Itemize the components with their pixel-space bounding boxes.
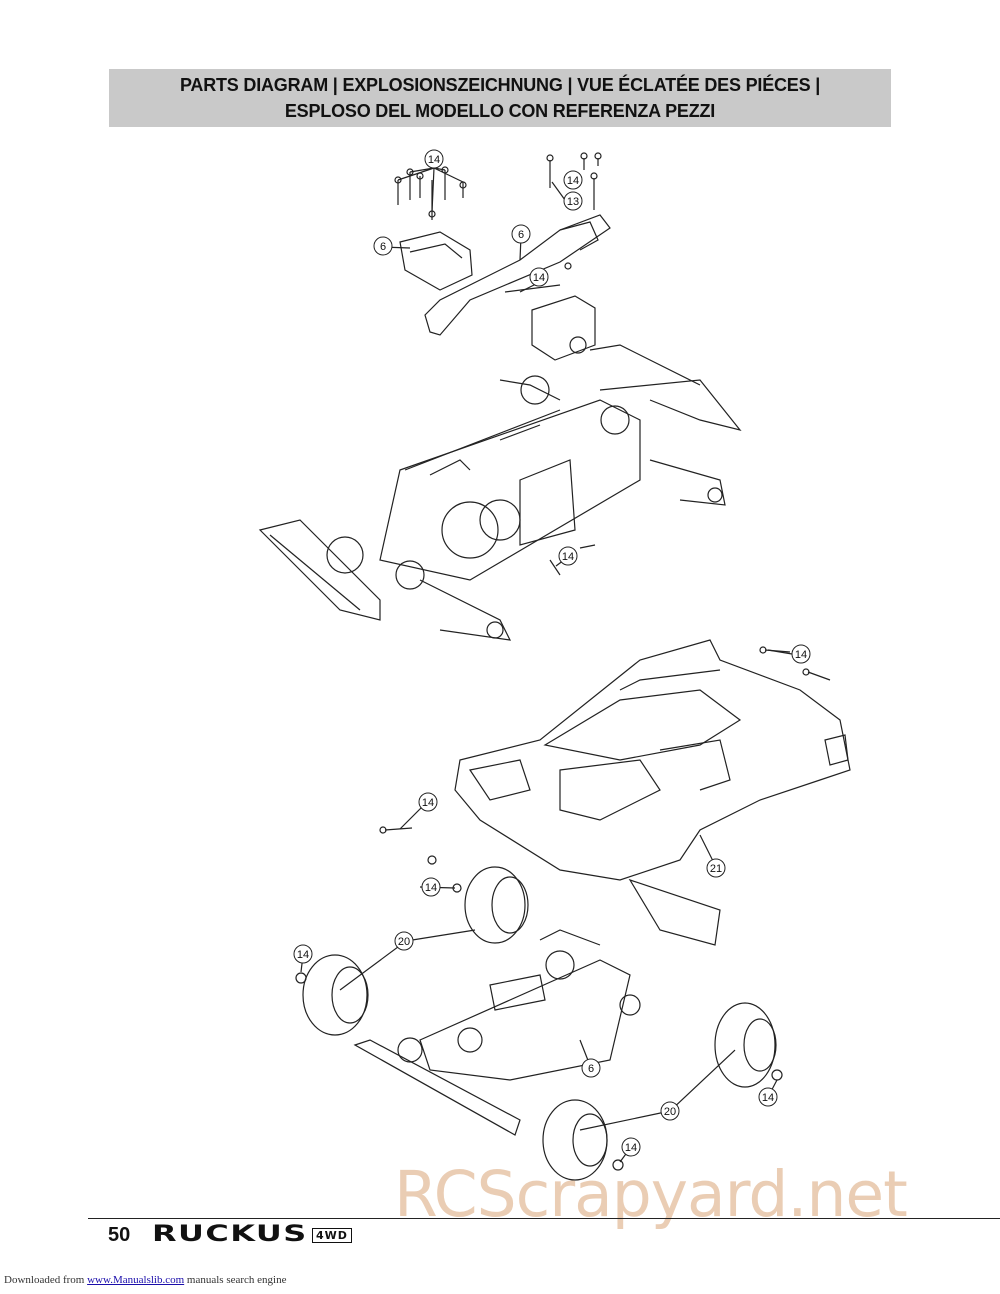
download-prefix: Downloaded from <box>4 1274 88 1286</box>
callout-6 <box>511 224 531 244</box>
callout-14 <box>424 149 444 169</box>
callout-14 <box>418 792 438 812</box>
callout-label: 14 <box>795 649 807 661</box>
download-suffix: manuals search engine <box>184 1274 287 1286</box>
chassis-lower <box>353 878 721 1136</box>
chassis-upper <box>258 344 742 641</box>
chassis-brace <box>424 214 611 336</box>
manualslib-link[interactable]: www.Manualslib.com <box>87 1274 185 1286</box>
callout-20 <box>660 1101 680 1121</box>
callout-14 <box>758 1087 778 1107</box>
callout-label: 14 <box>625 1142 637 1154</box>
footer-divider <box>88 1218 1000 1219</box>
watermark: RCScrapyard.net <box>394 1158 908 1231</box>
callout-6 <box>581 1058 601 1078</box>
callout-label: 14 <box>422 797 434 809</box>
callout-14 <box>791 644 811 664</box>
callout-14 <box>563 170 583 190</box>
callout-label: 21 <box>710 863 722 875</box>
callout-label: 14 <box>762 1092 774 1104</box>
download-notice: Downloaded from www.Manualslib.com manua… <box>4 1274 286 1286</box>
tire-set <box>302 866 777 1181</box>
callout-label: 14 <box>297 949 309 961</box>
callout-label: 14 <box>428 154 440 166</box>
body-shell <box>454 639 851 881</box>
callout-label: 20 <box>398 936 410 948</box>
callout-14 <box>621 1137 641 1157</box>
callout-20 <box>394 931 414 951</box>
brand-logo: RUCKUS <box>152 1222 308 1247</box>
gear-cover <box>399 231 473 291</box>
callout-6 <box>373 236 393 256</box>
callout-14 <box>529 267 549 287</box>
callout-label: 14 <box>425 882 437 894</box>
screw-set-top-left <box>394 166 467 220</box>
callout-label: 14 <box>567 175 579 187</box>
title-line-2: ESPLOSO DEL MODELLO CON REFERENZA PEZZI <box>284 101 716 121</box>
brand-logo-suffix: 4WD <box>312 1228 352 1243</box>
callout-label: 13 <box>567 196 579 208</box>
callout-label: 14 <box>562 551 574 563</box>
callout-21 <box>706 858 726 878</box>
callout-14 <box>421 877 441 897</box>
title-banner: PARTS DIAGRAM | EXPLOSIONSZEICHNUNG | VU… <box>109 69 891 127</box>
callout-14 <box>558 546 578 566</box>
callout-14 <box>293 944 313 964</box>
callout-label: 6 <box>518 229 524 241</box>
page-number: 50 <box>108 1224 131 1246</box>
callout-label: 14 <box>533 272 545 284</box>
callout-13 <box>563 191 583 211</box>
callout-label: 6 <box>588 1063 594 1075</box>
title-line-1: PARTS DIAGRAM | EXPLOSIONSZEICHNUNG | VU… <box>179 75 821 95</box>
callout-label: 20 <box>664 1106 676 1118</box>
steering-servo <box>531 295 596 361</box>
callout-label: 6 <box>380 241 386 253</box>
